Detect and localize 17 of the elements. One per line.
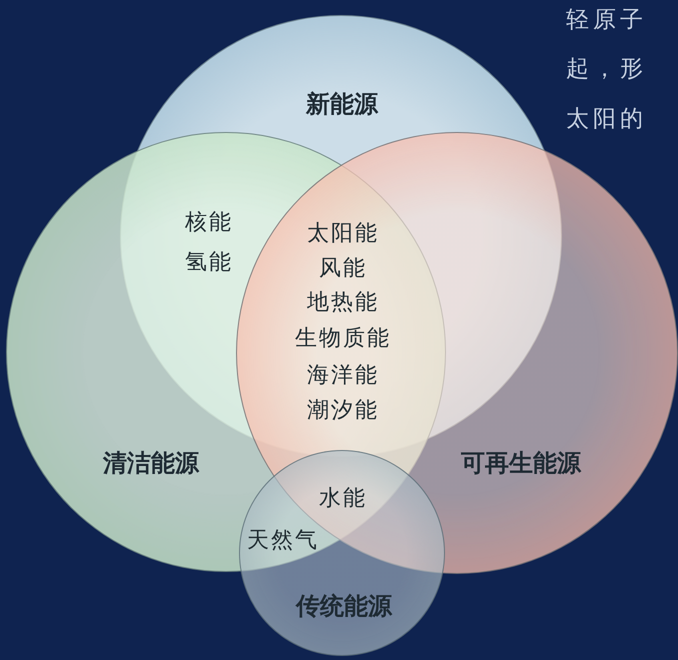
energy-type-label: 潮汐能 <box>307 397 379 425</box>
energy-type-label: 海洋能 <box>307 362 379 390</box>
circle-heading: 清洁能源 <box>103 448 199 479</box>
circle-heading: 新能源 <box>306 89 378 120</box>
circle-heading: 可再生能源 <box>461 448 581 479</box>
energy-type-label: 太阳能 <box>307 220 379 248</box>
energy-type-label: 水能 <box>319 485 367 513</box>
body-text-line: 太阳的 <box>566 105 647 134</box>
energy-type-label: 风能 <box>319 255 367 283</box>
energy-type-label: 生物质能 <box>295 325 391 353</box>
energy-type-label: 天然气 <box>247 527 319 555</box>
body-text-line: 起，形 <box>566 55 647 84</box>
energy-type-label: 核能 <box>185 209 233 237</box>
energy-type-label: 氢能 <box>185 249 233 277</box>
body-text-line: 轻原子 <box>566 6 647 35</box>
energy-type-label: 地热能 <box>307 289 379 317</box>
circle-heading: 传统能源 <box>296 591 392 622</box>
